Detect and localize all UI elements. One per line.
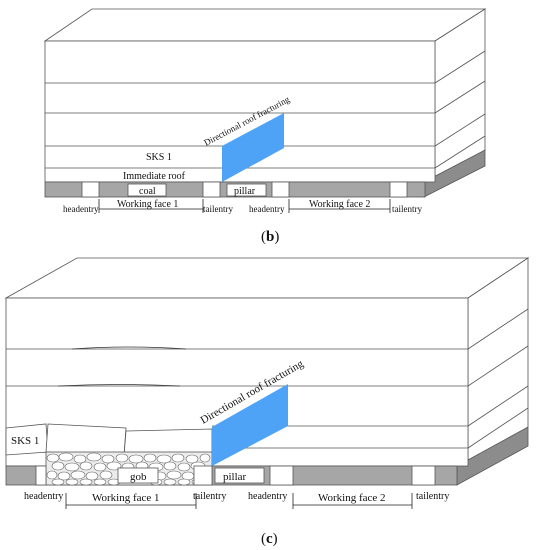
panel-b-working-face-1-label: Working face 1 [117,199,178,210]
panel-c-bed-separation-1 [71,346,187,350]
panel-c-tailentry-1 [193,465,213,486]
panel-b-coal-box [127,183,167,197]
panel-b-tailentry-2 [389,181,408,198]
panel-c-headentry-2-label: headentry [248,491,287,502]
panel-c-gob-label: gob [130,471,147,483]
panel-c-pillar-label: pillar [223,471,247,483]
panel-c-working-face-1-label: Working face 1 [92,492,160,504]
panel-c-caved-block-mid [45,423,127,456]
panel-c-caption: (c) [261,531,278,547]
panel-b-coal-label: coal [139,186,156,197]
panel-b-headentry-2 [271,181,290,198]
panel-b-sks-label: SKS 1 [146,152,172,163]
panel-c-fracture-plane [212,384,288,466]
panel-c-pillar-box [214,467,265,484]
panel-c-working-face-2-label: Working face 2 [318,492,386,504]
panel-b-headentry-2-label: headentry [249,204,285,214]
panel-b-working-face-2-label: Working face 2 [309,199,370,210]
panel-c-headentry-1-label: headentry [24,491,63,502]
panel-b-tailentry-1 [202,181,221,198]
panel-b-headentry-1 [81,181,100,198]
panel-c-tailentry-2-label: tailentry [416,491,449,502]
panel-b-tailentry-1-label: tailentry [203,204,233,214]
panel-b-fracture-plane [222,113,284,182]
panel-b-immediate-roof-label: Immediate roof [123,171,186,182]
panel-b [43,8,487,213]
panel-c-tailentry-2 [411,465,436,486]
panel-c-bed-separation-2 [57,384,181,387]
panel-c-gob-box [117,467,159,484]
panel-b-caption: (b) [261,229,279,245]
panel-b-pillar-box [226,183,267,197]
panel-b-pillar-label: pillar [234,186,256,197]
panel-c-headentry-1 [35,465,47,486]
panel-b-tailentry-2-label: tailentry [392,204,422,214]
panel-c-top-face [4,257,530,299]
panel-b-headentry-1-label: headentry [63,204,99,214]
panel-c-tailentry-1-label: tailentry [193,491,226,502]
panel-b-top-face [43,8,487,42]
panel-c [4,257,530,509]
panel-c-headentry-2 [269,465,294,486]
panel-c-sks-label: SKS 1 [11,435,39,447]
